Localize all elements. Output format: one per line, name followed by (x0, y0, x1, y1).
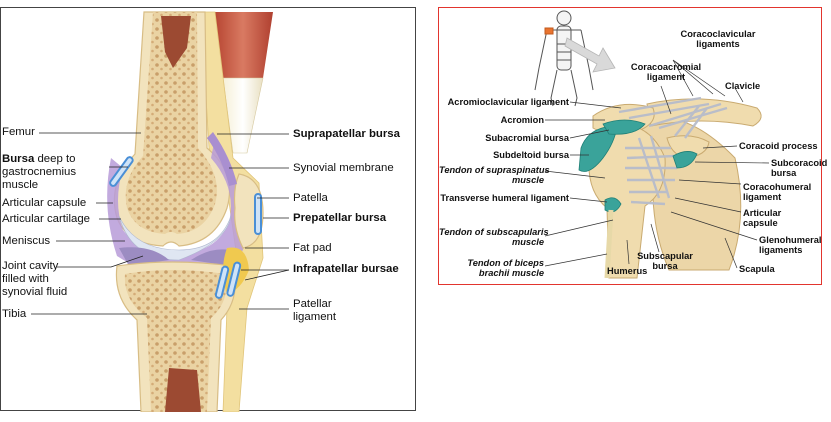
label-synovial-membrane: Synovial membrane (293, 162, 394, 174)
label-articular-capsule: Articular capsule (2, 197, 87, 209)
label-acromion: Acromion (500, 115, 544, 125)
knee-diagram-panel: Femur Bursa deep to gastrocnemius muscle… (0, 7, 416, 412)
skeleton-thumbnail (534, 10, 594, 107)
label-scapula: Scapula (739, 264, 775, 274)
label-coracoacromial-1: Coracoacromial (630, 62, 702, 72)
label-coracoclavicular-1: Coracoclavicular (680, 29, 756, 39)
label-joint-cavity-2: filled with (2, 273, 49, 285)
label-bursa-rest-2: gastrocnemius (2, 166, 77, 178)
femur-marrow (161, 16, 191, 68)
label-subscapular-2: bursa (652, 261, 678, 271)
label-bursa-word: Bursa (2, 153, 35, 165)
label-coracoid-process: Coracoid process (739, 141, 818, 151)
label-patella: Patella (293, 192, 328, 204)
subcoracoid-bursa-shape (672, 151, 698, 169)
meniscus-shape (119, 247, 237, 266)
label-femur: Femur (2, 126, 35, 138)
label-fat-pad: Fat pad (293, 242, 332, 254)
label-coracoacromial-2: ligament (646, 72, 686, 82)
femur-bone (113, 11, 231, 247)
label-subcoracoid-2: bursa (771, 168, 797, 178)
label-acromioclavicular: Acromioclavicular ligament (447, 97, 569, 107)
shoulder-illustration (534, 10, 770, 279)
suprapatellar-bursa-shape (207, 132, 237, 186)
label-subcoracoid-1: Subcoracoid (771, 158, 828, 168)
infrapatellar-bursa-2 (214, 265, 230, 299)
label-joint-cavity-1: Joint cavity (2, 260, 59, 272)
label-clavicle: Clavicle (725, 81, 761, 91)
label-subdeltoid: Subdeltoid bursa (493, 150, 569, 160)
label-bursa-gastrocnemius: Bursa deep to (2, 153, 75, 166)
label-biceps-1: Tendon of biceps (467, 258, 544, 268)
label-tibia: Tibia (2, 308, 27, 320)
ligament-fibers (618, 96, 728, 206)
label-subscapular-1: Subscapular (637, 251, 693, 261)
label-glenohumeral-2: ligaments (759, 245, 803, 255)
biceps-tendon-shape (604, 209, 614, 279)
label-subscapularis-2: muscle (511, 237, 544, 247)
label-prepatellar-bursa: Prepatellar bursa (293, 212, 387, 224)
label-meniscus: Meniscus (2, 235, 51, 247)
infrapatellar-bursa-1 (226, 261, 242, 297)
shoulder-diagram-panel: Coracoclavicular ligaments Coracoacromia… (438, 7, 827, 285)
tibia-marrow (165, 368, 201, 412)
label-coracohumeral-2: ligament (743, 192, 782, 202)
label-supraspinatus-1: Tendon of supraspinatus (439, 165, 550, 175)
label-suprapatellar-bursa: Suprapatellar bursa (293, 128, 400, 140)
label-coracoclavicular-2: ligaments (696, 39, 740, 49)
label-patellar-ligament-2: ligament (293, 311, 337, 323)
label-supraspinatus-2: muscle (511, 175, 544, 185)
knee-leader-lines (31, 132, 290, 315)
subacromial-bursa-shape (602, 119, 646, 135)
label-humerus: Humerus (607, 266, 648, 276)
label-articular-capsule-1: Articular (743, 208, 782, 218)
knee-illustration (31, 11, 290, 412)
label-bursa-rest-3: muscle (2, 179, 39, 191)
label-bursa-rest-1: deep to (34, 153, 76, 165)
label-subscapularis-1: Tendon of subscapularis (439, 227, 549, 237)
label-biceps-2: brachii muscle (478, 268, 544, 278)
direction-arrow (564, 37, 616, 73)
label-coracohumeral-1: Coracohumeral (743, 182, 812, 192)
label-articular-capsule-2: capsule (743, 218, 778, 228)
tibia-bone (115, 261, 236, 412)
label-patellar-ligament-1: Patellar (293, 298, 332, 310)
gastrocnemius-bursa (109, 156, 134, 187)
prepatellar-bursa-shape (254, 193, 262, 235)
subdeltoid-bursa-shape (578, 125, 618, 172)
label-subacromial: Subacromial bursa (485, 133, 569, 143)
scapula-bone (638, 115, 742, 271)
label-glenohumeral-1: Glenohumeral (759, 235, 822, 245)
label-infrapatellar-bursae: Infrapatellar bursae (293, 263, 399, 275)
label-joint-cavity-3: synovial fluid (2, 286, 68, 298)
coracoid-bone (666, 135, 710, 159)
label-articular-cartilage: Articular cartilage (2, 213, 90, 225)
shoulder-leader-lines (544, 59, 770, 269)
label-transverse-humeral: Transverse humeral ligament (440, 193, 569, 203)
